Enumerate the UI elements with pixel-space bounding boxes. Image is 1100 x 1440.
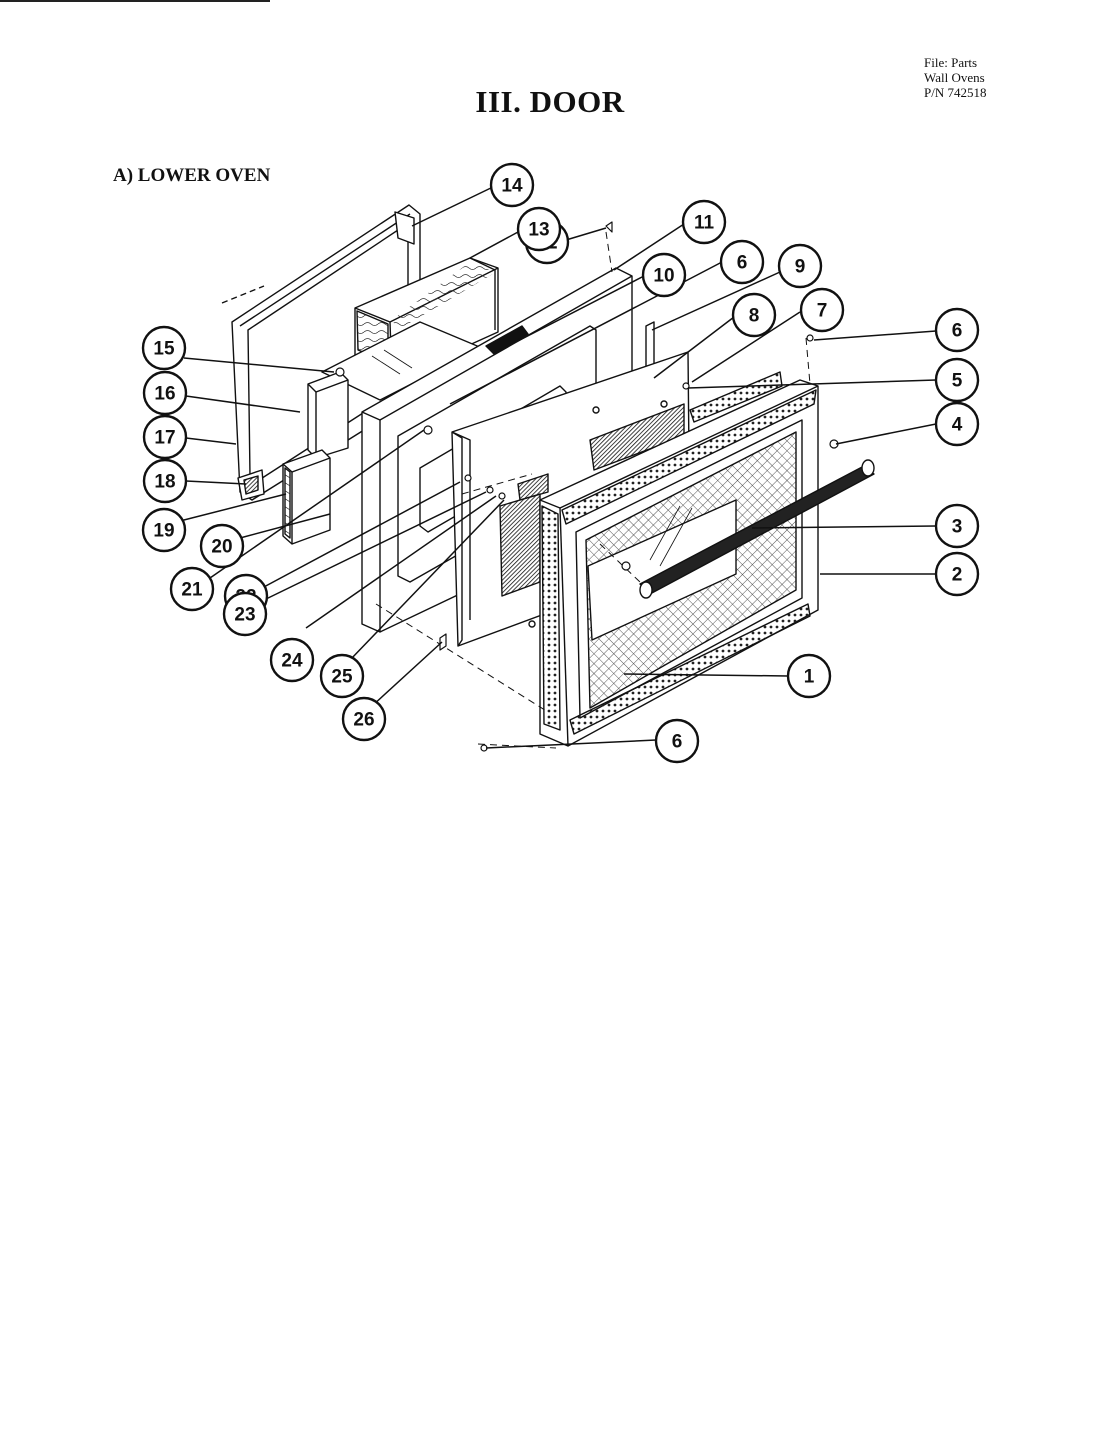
- callout-1: 1: [786, 653, 832, 699]
- svg-text:4: 4: [952, 415, 963, 436]
- svg-text:15: 15: [153, 339, 175, 360]
- svg-text:1: 1: [804, 667, 815, 688]
- svg-text:6: 6: [737, 253, 748, 274]
- file-info-line-3: P/N 742518: [924, 85, 987, 100]
- page-title: III. DOOR: [475, 84, 625, 119]
- callout-3: 3: [934, 503, 980, 549]
- callout-18: 18: [142, 458, 188, 504]
- file-info-line-1: File: Parts: [924, 55, 978, 70]
- part-16-side-block: [307, 371, 349, 459]
- callout-25: 25: [319, 653, 365, 699]
- svg-text:17: 17: [154, 428, 175, 449]
- svg-text:6: 6: [952, 321, 963, 342]
- part-24-vent-panel: [499, 473, 549, 597]
- svg-text:24: 24: [281, 651, 303, 672]
- callout-26: 26: [341, 696, 387, 742]
- svg-text:3: 3: [952, 517, 963, 538]
- file-info: File: Parts Wall Ovens P/N 742518: [924, 55, 986, 100]
- callout-11: 11: [681, 199, 727, 245]
- callout-21: 21: [169, 566, 215, 612]
- svg-text:5: 5: [952, 371, 963, 392]
- part-19-side-block: [282, 449, 331, 545]
- svg-text:21: 21: [181, 580, 203, 601]
- callout-8: 8: [731, 292, 777, 338]
- callout-2: 2: [934, 551, 980, 597]
- svg-text:14: 14: [501, 176, 523, 197]
- svg-text:20: 20: [211, 537, 232, 558]
- svg-text:11: 11: [694, 213, 715, 234]
- svg-text:18: 18: [154, 472, 175, 493]
- svg-text:10: 10: [653, 266, 674, 287]
- part-3-handle: [639, 459, 875, 599]
- callout-16: 16: [142, 370, 188, 416]
- callout-5: 5: [934, 357, 980, 403]
- callout-13: 13: [516, 206, 562, 252]
- callout-19: 19: [141, 507, 187, 553]
- svg-text:7: 7: [817, 301, 828, 322]
- svg-text:19: 19: [153, 521, 174, 542]
- callout-10: 10: [641, 252, 687, 298]
- callout-7: 7: [799, 287, 845, 333]
- svg-text:26: 26: [353, 710, 374, 731]
- file-info-line-2: Wall Ovens: [924, 70, 985, 85]
- callout-15: 15: [141, 325, 187, 371]
- svg-text:8: 8: [749, 306, 760, 327]
- section-label: A) LOWER OVEN: [113, 165, 271, 186]
- callout-9: 9: [777, 243, 823, 289]
- callout-14: 14: [489, 162, 535, 208]
- svg-text:6: 6: [672, 732, 683, 753]
- callout-6-right: 6: [934, 307, 980, 353]
- svg-text:13: 13: [528, 220, 549, 241]
- callout-6-bottom: 6: [654, 718, 700, 764]
- part-18-hinge-bracket: [237, 469, 265, 501]
- callout-23: 23: [222, 591, 268, 637]
- callout-20: 20: [199, 523, 245, 569]
- svg-text:2: 2: [952, 565, 963, 586]
- callout-24: 24: [269, 637, 315, 683]
- top-rule: [0, 0, 270, 2]
- svg-text:25: 25: [331, 667, 353, 688]
- callout-4: 4: [934, 401, 980, 447]
- callout-17: 17: [142, 414, 188, 460]
- svg-text:9: 9: [795, 257, 806, 278]
- callout-6: 6: [719, 239, 765, 285]
- svg-text:16: 16: [154, 384, 175, 405]
- svg-text:23: 23: [234, 605, 255, 626]
